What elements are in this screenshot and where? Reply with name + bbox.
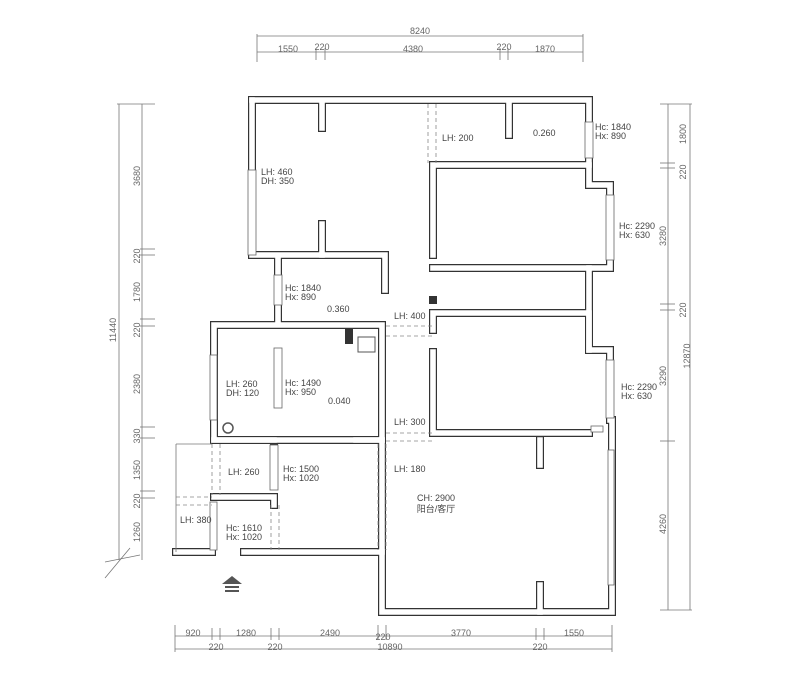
dim: 220 (496, 42, 511, 52)
dim: 220 (267, 642, 282, 652)
room-name: 阳台/客厅 (417, 503, 456, 514)
dim: 1800 (678, 124, 688, 144)
right-dimension: 1800 220 3280 220 3290 4260 12870 (658, 103, 692, 611)
window (590, 425, 604, 433)
dim: 1550 (278, 44, 298, 54)
level-mark: 0.040 (328, 396, 351, 406)
annotation: Hx: 630 (619, 230, 650, 240)
entrance-arrow-icon (222, 576, 242, 592)
annotation: LH: 300 (394, 417, 426, 427)
window (209, 354, 218, 421)
shaft (357, 336, 376, 353)
window (209, 501, 218, 551)
annotation: LH: 260 (226, 379, 258, 389)
room-annotations: LH: 460 DH: 350 LH: 200 0.260 Hc: 1840 H… (180, 122, 657, 542)
dim: 220 (375, 632, 390, 642)
annotation: Hc: 2290 (619, 221, 655, 231)
window (607, 449, 615, 586)
dim-total: 8240 (410, 26, 430, 36)
annotation: Hx: 1020 (283, 473, 319, 483)
window (605, 359, 615, 419)
annotation: Hc: 1610 (226, 523, 262, 533)
annotation: Hx: 1020 (226, 532, 262, 542)
level-mark: 0.360 (327, 304, 350, 314)
window (605, 194, 615, 261)
openings (175, 104, 437, 552)
dim: 1550 (564, 628, 584, 638)
window (247, 169, 257, 256)
annotation: Hc: 1490 (285, 378, 321, 388)
walls-inner (173, 97, 615, 615)
dim: 3680 (132, 166, 142, 186)
dim: 3280 (658, 226, 668, 246)
dim: 1870 (535, 44, 555, 54)
dim: 3770 (451, 628, 471, 638)
top-dimension: 8240 1550 220 4380 220 1870 (256, 26, 584, 62)
dim: 220 (132, 322, 142, 337)
north-arrow-icon (104, 547, 141, 579)
annotation: LH: 380 (180, 515, 212, 525)
windows (209, 121, 615, 586)
annotation: Hc: 1840 (595, 122, 631, 132)
annotation: Hx: 950 (285, 387, 316, 397)
dim: 1260 (132, 522, 142, 542)
annotation: Hx: 890 (285, 292, 316, 302)
dim: 220 (132, 493, 142, 508)
left-dimension: 11440 3680 220 1780 220 2380 330 1350 22… (104, 103, 155, 579)
window (273, 274, 283, 306)
annotation: LH: 400 (394, 311, 426, 321)
dim-total: 11440 (108, 318, 118, 342)
dim-total: 10890 (377, 642, 402, 652)
dim: 1280 (236, 628, 256, 638)
window (273, 347, 283, 409)
annotation: LH: 260 (228, 467, 260, 477)
ceiling-height: CH: 2900 (417, 493, 455, 503)
dim: 330 (132, 428, 142, 443)
dim: 1780 (132, 282, 142, 302)
dim: 220 (208, 642, 223, 652)
annotation: Hx: 630 (621, 391, 652, 401)
annotation: Hc: 1840 (285, 283, 321, 293)
annotation: DH: 120 (226, 388, 259, 398)
bottom-dimension: 920 1280 2490 220 3770 1550 220 220 1089… (174, 625, 613, 652)
dim: 3290 (658, 366, 668, 386)
dim: 220 (678, 302, 688, 317)
dim: 220 (314, 42, 329, 52)
dim: 4260 (658, 514, 668, 534)
dim: 220 (132, 248, 142, 263)
dim: 220 (678, 164, 688, 179)
annotation: LH: 180 (394, 464, 426, 474)
window (269, 444, 279, 491)
annotation: LH: 460 (261, 167, 293, 177)
dim: 920 (185, 628, 200, 638)
dim: 220 (532, 642, 547, 652)
dim: 2380 (132, 374, 142, 394)
annotation: Hc: 2290 (621, 382, 657, 392)
window (584, 121, 594, 159)
level-mark: 0.260 (533, 128, 556, 138)
drain-icon (222, 422, 234, 434)
annotation: Hx: 890 (595, 131, 626, 141)
dim: 4380 (403, 44, 423, 54)
dim-total: 12870 (682, 343, 692, 368)
dim: 1350 (132, 460, 142, 480)
annotation: LH: 200 (442, 133, 474, 143)
annotation: DH: 350 (261, 176, 294, 186)
annotation: Hc: 1500 (283, 464, 319, 474)
dim: 2490 (320, 628, 340, 638)
